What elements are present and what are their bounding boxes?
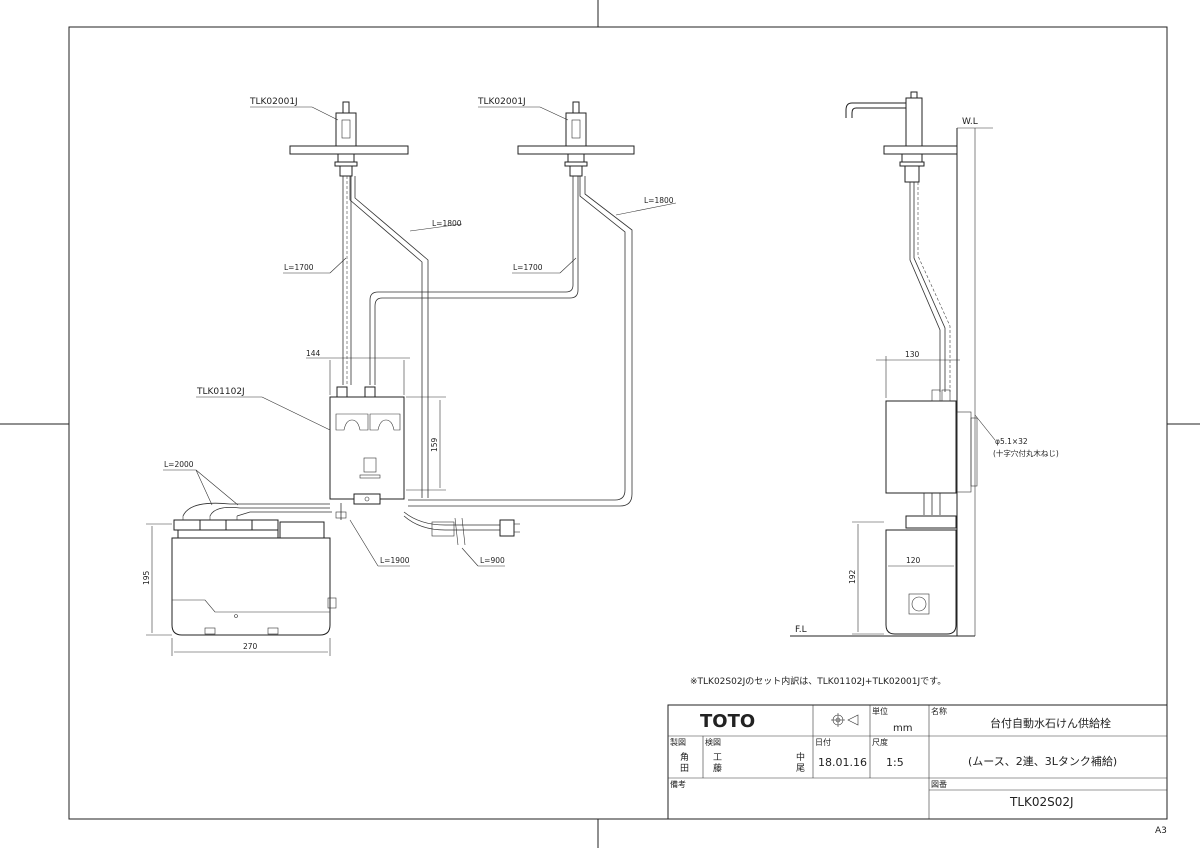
power-cable xyxy=(403,511,520,546)
dim-144: 144 xyxy=(306,349,321,358)
hoses-left xyxy=(342,176,429,498)
faucet-left-label: TLK02001J xyxy=(249,97,298,107)
product-sub: (ムース、2連、3Lタンク補給) xyxy=(968,754,1117,768)
screw-type: (十字穴付丸木ねじ) xyxy=(993,448,1059,458)
sheet-border xyxy=(68,26,1168,820)
counter-side xyxy=(883,145,958,155)
drawn-name: 角田 xyxy=(680,751,689,774)
side-view: W.L φ5.1×32 (十字穴付丸木ねじ) xyxy=(790,91,1059,637)
screw-spec: φ5.1×32 xyxy=(995,437,1028,446)
control-unit xyxy=(329,386,405,520)
counter-right xyxy=(517,145,635,155)
control-unit-label: TLK01102J xyxy=(196,387,245,397)
control-unit-side xyxy=(885,400,957,494)
unit-label: 単位 xyxy=(872,706,888,716)
brand-logo: TOTO xyxy=(700,711,755,732)
checked-name-1: 工藤 xyxy=(713,753,722,774)
title-block: TOTO 単位 mm 名称 台付自動水石けん供給栓 (ムース、2連、3Lタンク補… xyxy=(667,704,1168,820)
label-l1800-right: L=1800 xyxy=(644,196,674,205)
faucet-right-label: TLK02001J xyxy=(477,97,526,107)
label-l2000: L=2000 xyxy=(164,460,194,469)
projection-symbol-icon xyxy=(831,713,859,727)
set-note: ※TLK02S02Jのセット内訳は、TLK01102J+TLK02001Jです。 xyxy=(690,675,946,687)
soap-tank-front xyxy=(171,516,337,636)
drawing-no-label: 図番 xyxy=(931,779,947,789)
remarks-label: 備考 xyxy=(670,779,686,789)
unit-value: mm xyxy=(893,723,912,734)
faucet-left xyxy=(334,101,358,177)
faucet-right xyxy=(564,101,588,177)
scale-value: 1:5 xyxy=(886,756,904,769)
wall-line-label: W.L xyxy=(962,117,978,127)
name-label: 名称 xyxy=(931,706,947,716)
dim-192: 192 xyxy=(848,569,857,584)
faucet-side xyxy=(845,91,925,183)
front-view: TLK02001J TLK02001J L=1700 L=1800 L=1700 xyxy=(142,97,677,656)
date-label: 日付 xyxy=(815,737,831,747)
counter-left xyxy=(289,145,409,155)
tank-hoses xyxy=(182,502,330,517)
date-value: 18.01.16 xyxy=(818,756,867,769)
floor-line-label: F.L xyxy=(795,625,807,635)
label-l1700-left: L=1700 xyxy=(284,263,314,272)
product-name: 台付自動水石けん供給栓 xyxy=(990,716,1111,730)
label-l1800-left: L=1800 xyxy=(432,219,462,228)
label-l900: L=900 xyxy=(480,556,505,565)
hoses-right xyxy=(369,176,633,507)
checked-name-2: 中尾 xyxy=(796,751,805,774)
dim-270: 270 xyxy=(243,642,258,651)
label-l1700-right: L=1700 xyxy=(513,263,543,272)
paper-size: A3 xyxy=(1155,826,1167,836)
dim-159: 159 xyxy=(430,437,439,452)
checked-label: 検図 xyxy=(705,737,721,747)
drawing-no: TLK02S02J xyxy=(1009,795,1074,809)
drawn-label: 製図 xyxy=(670,737,686,747)
dim-130: 130 xyxy=(905,350,920,359)
label-l1900: L=1900 xyxy=(380,556,410,565)
scale-label: 尺度 xyxy=(872,737,888,747)
dim-120: 120 xyxy=(906,556,921,565)
soap-tank-side xyxy=(885,515,957,635)
dim-195: 195 xyxy=(142,570,151,585)
